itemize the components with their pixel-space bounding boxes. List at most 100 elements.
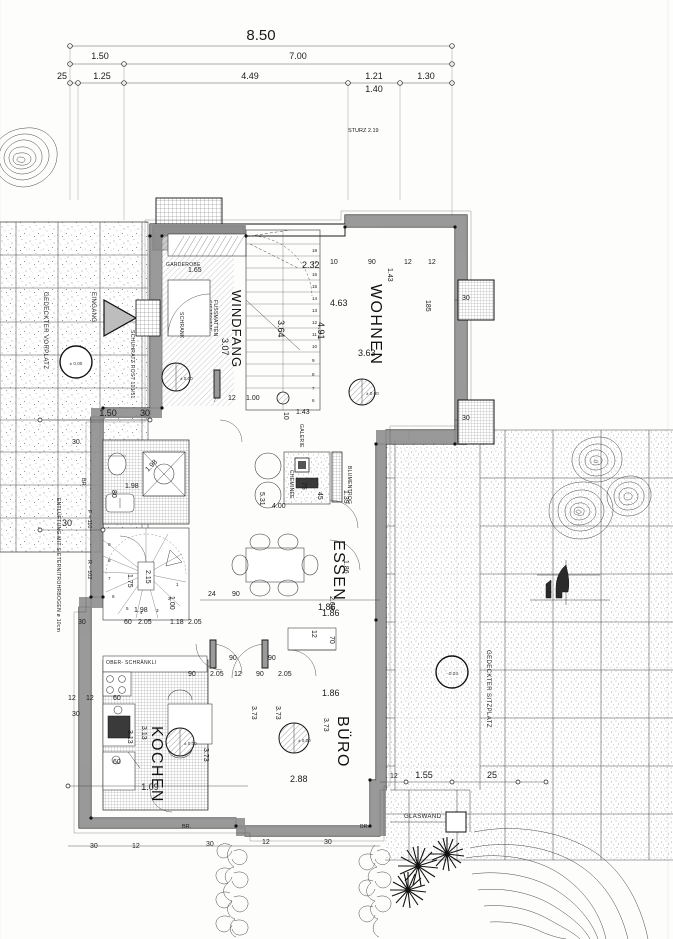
left-dim-2: 30 [62, 518, 72, 528]
dim-round-table-small: 4.00 [272, 503, 286, 510]
landscape-bottom [215, 828, 649, 939]
bot-dim-5: 60 [124, 619, 132, 626]
svg-text:11: 11 [312, 332, 317, 337]
site-labels: GEDECKTER VORPLATZ EINGANG SCHUHRATZ ROS… [42, 292, 491, 820]
wohnen-dim-10: 10 [330, 259, 338, 266]
label-gedeckter-vorplatz: GEDECKTER VORPLATZ [42, 292, 48, 369]
terr-dim-1: 25 [487, 770, 497, 780]
bot2-dim-1: 12 [132, 843, 140, 850]
dim-essen-1: 1.86 [318, 602, 336, 612]
left-dim-3: 30 [78, 619, 86, 626]
stair-dim-2: 1.00 [246, 395, 260, 402]
dim-windfang: 3.07 [220, 338, 230, 356]
dim-niche: 70 [328, 636, 335, 644]
wohnen-dim-12b: 12 [428, 259, 436, 266]
level-value-5: ± 0.00 [70, 361, 83, 366]
svg-text:12: 12 [312, 320, 318, 325]
wall-vertex-dots [89, 225, 457, 828]
level-value-2: ± 0.00 [366, 391, 379, 396]
dim-sink: 3.13 [126, 730, 133, 744]
kit-dim-5: 3.73 [250, 706, 257, 720]
entrance-grate [135, 299, 161, 337]
wohnen-dim-12: 12 [404, 259, 412, 266]
ann-br2: BR. [360, 824, 370, 830]
svg-text:1: 1 [176, 582, 179, 587]
dim-cab: 60 [113, 759, 121, 766]
kit-dim-1: 2.05 [210, 671, 224, 678]
dim-row3-0: 1.25 [93, 71, 111, 81]
svg-text:3: 3 [156, 608, 159, 613]
label-schuhrost: SCHUHRATZ ROST 101/51 [129, 330, 135, 399]
label-cheminee: CHEMINÉE [288, 470, 295, 499]
dim-spiral-2: 1.98 [134, 607, 148, 614]
dim-row3-2: 1.21 [365, 71, 383, 81]
svg-text:9: 9 [312, 358, 315, 363]
dim-blumentrog: 1.39 [342, 490, 349, 504]
svg-text:6: 6 [312, 398, 315, 403]
room-wohnen: WOHNEN 4.63 3.63 4.91 ± 0.00 10 90 12 12… [316, 259, 436, 406]
bot-dim-3: 2.05 [138, 619, 152, 626]
svg-text:6: 6 [112, 594, 115, 599]
dim-essen-door: 1.86 [342, 560, 349, 574]
dim-window-2: 30 [462, 415, 470, 422]
dim-cheminee-d: 45 [316, 492, 323, 500]
closet-block [167, 279, 211, 337]
kit-dim-3: 90 [256, 671, 264, 678]
level-value-6: - 0.03 [446, 671, 458, 676]
label-blumentrog: BLUMENTROG [346, 466, 352, 504]
svg-text:17: 17 [312, 260, 318, 265]
dim-cheminee-w: 75 [300, 482, 307, 490]
dim-round-table-large: 5.31 [258, 492, 265, 506]
bot-dim-1: 24 [208, 591, 216, 598]
room-label-essen: ESSEN [330, 540, 347, 601]
svg-text:13: 13 [312, 308, 318, 313]
svg-text:8: 8 [108, 558, 111, 563]
left-dim-1: 30 [140, 408, 150, 418]
kit-dim-6: 3.73 [274, 706, 281, 720]
window-box-top [155, 197, 223, 225]
bot-dim-2: 2.05 [188, 619, 202, 626]
dim-total: 8.50 [246, 27, 275, 44]
svg-text:18: 18 [312, 248, 318, 253]
dim-buero-2: 1.86 [322, 688, 340, 698]
sturz-note: STURZ 2.19 [348, 128, 379, 134]
room-label-windfang: WINDFANG [229, 290, 244, 368]
room-kochen: KOCHEN 3.13 3.10 1.54 1.09 OBER- SCHRÄNK… [102, 655, 213, 811]
left-dim-7: 12 [86, 695, 94, 702]
room-buero: BÜRO 3.73 2.88 1.86 1.86 ± 0.00 70 12 [278, 608, 352, 784]
dim-row2-0: 1.50 [91, 51, 109, 61]
dim-garderobe: 1.65 [188, 267, 202, 274]
glass-wall [390, 789, 471, 833]
stair-dim-3: 1.43 [296, 409, 310, 416]
dim-row3-left: 25 [57, 71, 67, 81]
label-entlueftung: ENTLÜFTUNG MIT S-ETERNITROHRBOGEN ø 10cm [55, 498, 62, 632]
base-cabinet [102, 751, 136, 791]
stair-node [276, 391, 290, 405]
covered-seating-band [394, 440, 481, 790]
stair-dim-12: 12 [228, 395, 236, 402]
level-value-4: ± 0.00 [298, 738, 311, 743]
dim-row2-1: 7.00 [289, 51, 307, 61]
label-galerie: GALERIE [298, 424, 304, 448]
left-dim-4: 30 [72, 439, 80, 446]
label-gedeckter-sitzplatz: GEDECKTER SITZPLATZ [485, 650, 491, 728]
north-arrow-icon [530, 560, 610, 605]
dim-door-2: 90 [268, 655, 276, 662]
tree-icon-top-left [0, 127, 58, 188]
dim-essen-0: 2.69 [328, 596, 335, 610]
bottom-dimension-chain: 90 24 2.05 2.05 1.18 60 90 2.05 12 90 2.… [65, 591, 549, 850]
dim-bath-1: 80 [110, 490, 117, 498]
plant-icon-1 [390, 837, 465, 909]
hob [102, 671, 132, 697]
dim-hob: 60 [113, 695, 121, 702]
dim-row3-3: 1.30 [417, 71, 435, 81]
svg-text:7: 7 [108, 576, 111, 581]
level-marker-forecourt: ± 0.00 [59, 345, 93, 379]
left-dim-6: 12 [68, 695, 76, 702]
svg-text:4: 4 [140, 610, 143, 615]
room-windfang: WINDFANG 3.07 GARDEROBE 1.65 FUSSMATTEN … [161, 233, 247, 406]
dim-window-1: 30 [462, 295, 470, 302]
dim-buero-0: 3.73 [322, 718, 329, 732]
